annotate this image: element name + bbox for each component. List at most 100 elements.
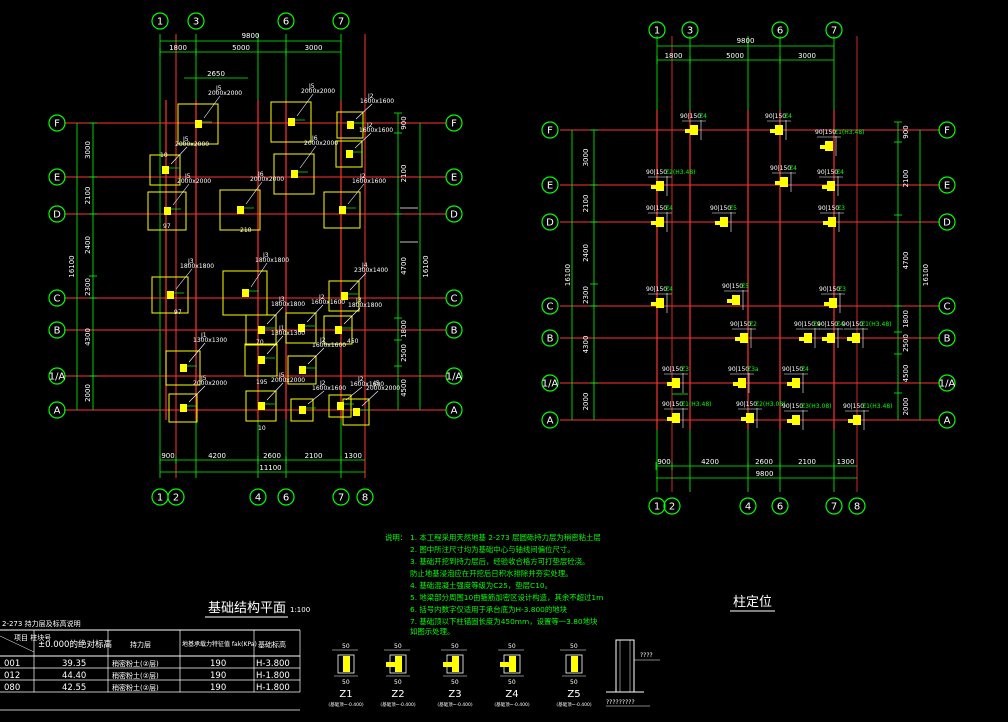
offset-label: 90|150 bbox=[842, 321, 863, 328]
dim-value: 2400 bbox=[582, 244, 590, 262]
right-row-axis-right-B: B bbox=[944, 334, 951, 345]
right-plan-title: 柱定位 bbox=[733, 595, 772, 610]
footing-id: J3 bbox=[262, 252, 269, 259]
right-bottom-axis-8-bubble bbox=[848, 497, 866, 515]
note-line: 2. 图中所注尺寸均为基础中心与轴线间偏位尺寸。 bbox=[410, 545, 575, 554]
left-row-axis-right-B-bubble bbox=[445, 321, 463, 339]
footing-size: 1600x1600 bbox=[359, 127, 393, 134]
dim-value: 900 bbox=[161, 452, 174, 460]
leader bbox=[203, 95, 221, 119]
column-label: Z3 bbox=[681, 366, 689, 373]
footing-id: J6 bbox=[311, 135, 318, 142]
footing-size: 2000x2000 bbox=[271, 377, 305, 384]
detail-dim-label: 50 bbox=[570, 679, 578, 686]
offset-label: 90|150 bbox=[817, 321, 838, 328]
dim-value: 2400 bbox=[84, 236, 92, 254]
leader bbox=[345, 386, 363, 401]
dim-total: 16100 bbox=[922, 264, 930, 286]
left-row-axis-right-1/A-bubble bbox=[445, 367, 463, 385]
column-label: Z4 bbox=[836, 169, 844, 176]
left-row-axis-right-E: E bbox=[451, 173, 457, 184]
leader bbox=[355, 103, 373, 120]
column-stub bbox=[167, 291, 174, 299]
drawing-geometry bbox=[48, 12, 956, 515]
table-cell: 012 bbox=[4, 671, 20, 681]
note-line: 4. 基础混凝土强度等级为C25，垫层C10。 bbox=[410, 581, 552, 590]
leader bbox=[299, 145, 317, 169]
note-line: 1. 本工程采用天然地基 2-273 层圆砾持力层为稍密粘土层 bbox=[410, 533, 601, 542]
leader bbox=[354, 132, 372, 149]
footing-id: J2 bbox=[359, 173, 366, 180]
right-row-axis-right-F-bubble bbox=[938, 121, 956, 139]
dim-value: 1300 bbox=[837, 458, 855, 466]
footing-outline bbox=[147, 191, 187, 231]
column-mark bbox=[651, 302, 656, 306]
footing-tag: 10 bbox=[160, 152, 168, 159]
right-row-axis-1/A: 1/A bbox=[542, 379, 559, 390]
note-line: 3. 基础开挖到持力层后，经验收合格方可打垫层砼浇。 bbox=[410, 557, 589, 566]
footing-outline bbox=[270, 101, 312, 143]
footing-outline bbox=[222, 270, 268, 316]
left-row-axis-right-F: F bbox=[451, 119, 457, 130]
footing-id: J5 bbox=[215, 85, 222, 92]
left-row-axis-A-bubble bbox=[48, 401, 66, 419]
footing-outline bbox=[244, 343, 278, 377]
footing-size: 1800x1800 bbox=[271, 301, 305, 308]
offset-label: 90|150 bbox=[728, 366, 749, 373]
column-stub bbox=[180, 404, 187, 412]
column-label: Z4 bbox=[699, 113, 707, 120]
column-stub bbox=[353, 408, 360, 416]
right-top-axis-7-bubble bbox=[825, 21, 843, 39]
offset-label: 90|150 bbox=[722, 283, 743, 290]
footing-tag: 97 bbox=[174, 309, 182, 316]
left-row-axis-right-D: D bbox=[450, 210, 458, 221]
offset-label: 90|150 bbox=[843, 403, 864, 410]
dim-value: 2650 bbox=[207, 70, 225, 78]
left-bottom-axis-7-bubble bbox=[332, 488, 350, 506]
dim-value: 900 bbox=[400, 116, 408, 129]
leader bbox=[175, 268, 193, 290]
column-mark bbox=[775, 181, 780, 185]
note-line: 6. 括号内数字仅适用于承台底为H-3.800的地块 bbox=[410, 605, 568, 614]
dim-total: 16100 bbox=[422, 255, 430, 277]
column-mark bbox=[690, 125, 698, 135]
left-bottom-axis-6: 6 bbox=[283, 493, 289, 504]
dim-total: 9800 bbox=[242, 32, 260, 40]
footing-outline bbox=[149, 154, 181, 186]
table-header: ±0.000的绝对标高 bbox=[38, 639, 112, 650]
dim-value: 2600 bbox=[755, 458, 773, 466]
column-label: Z5 bbox=[741, 283, 749, 290]
column-label: Z4 bbox=[801, 366, 809, 373]
left-top-axis-7-bubble bbox=[332, 12, 350, 30]
column-mark bbox=[825, 141, 833, 151]
right-bottom-axis-2: 2 bbox=[669, 502, 675, 513]
footing-outline bbox=[177, 103, 219, 145]
footing-size: 1600x1600 bbox=[360, 98, 394, 105]
dim-value: 4300 bbox=[582, 336, 590, 354]
dim-value: 4700 bbox=[400, 257, 408, 275]
footing-id: J3 bbox=[278, 296, 285, 303]
offset-label: 90|150 bbox=[646, 286, 667, 293]
left-top-axis-7: 7 bbox=[338, 17, 344, 28]
section-label: ????????? bbox=[606, 699, 635, 706]
table-title: 2-273 持力层及标高说明 bbox=[2, 619, 81, 628]
detail-sub: (基础顶~-0.400) bbox=[494, 701, 530, 708]
leader bbox=[188, 385, 206, 403]
dim-value: 4300 bbox=[84, 328, 92, 346]
footing-size: 1600x1600 bbox=[352, 178, 386, 185]
right-row-axis-right-F: F bbox=[944, 126, 950, 137]
footing-id: J2 bbox=[367, 93, 374, 100]
right-row-axis-right-E: E bbox=[944, 181, 950, 192]
dim-value: 2000 bbox=[902, 398, 910, 416]
dim-value: 4500 bbox=[400, 379, 408, 397]
dim-value: 2000 bbox=[84, 384, 92, 402]
dim-value: 2500 bbox=[902, 334, 910, 352]
column-mark bbox=[822, 185, 827, 189]
column-mark bbox=[735, 337, 740, 341]
table-cell: H-1.800 bbox=[256, 683, 290, 693]
right-row-axis-F: F bbox=[547, 126, 553, 137]
right-top-axis-6: 6 bbox=[777, 26, 783, 37]
right-row-axis-right-D: D bbox=[943, 218, 951, 229]
right-bottom-axis-4: 4 bbox=[745, 502, 751, 513]
